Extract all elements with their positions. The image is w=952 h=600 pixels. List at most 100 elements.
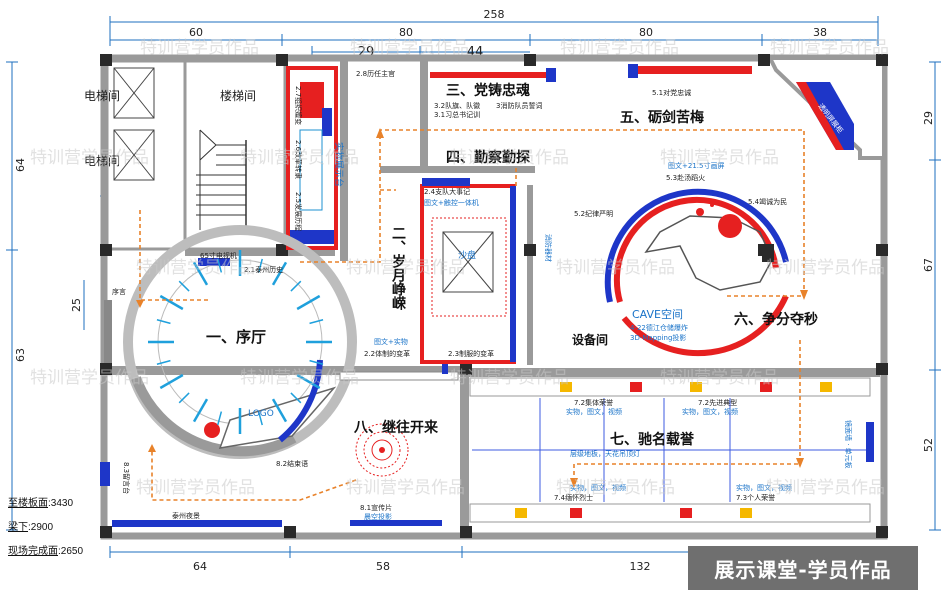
zone-5-label: 五、砺剑苦梅 — [620, 109, 704, 126]
cave-label: CAVE空间 — [632, 307, 683, 321]
svg-text:特训营学员作品: 特训营学员作品 — [660, 148, 779, 168]
taizhou-night-label: 泰州夜景 — [172, 511, 200, 520]
preface-hall-tick — [217, 411, 223, 426]
section8-walls — [100, 364, 459, 527]
preface-hall-tick — [156, 359, 171, 365]
cave-circle — [604, 188, 789, 357]
preface-hall-tick — [296, 373, 321, 390]
tv65-label: 65寸电视机 — [200, 251, 237, 260]
visitor-route — [139, 129, 805, 501]
svg-text:特训营学员作品: 特训营学员作品 — [766, 258, 885, 278]
transparent-screen-case — [796, 82, 854, 150]
mixed-b: 实物，图文，视频 — [682, 407, 738, 416]
preface-hall-tick — [192, 261, 209, 286]
preface-hall-tick — [296, 294, 321, 311]
mirror-wall-label: 镜面墙 · 单元板 — [844, 420, 853, 469]
section3-wall — [430, 64, 752, 82]
label-3-3: 3消防队员誓词 — [496, 101, 542, 110]
preface-hall-tick — [257, 258, 263, 273]
legend-beam-label: 梁下 — [8, 522, 28, 533]
stairs-label: 楼梯间 — [220, 88, 256, 103]
preface-hall-tick — [192, 398, 209, 423]
preface-hall-tick — [290, 392, 302, 404]
svg-text:特训营学员作品: 特训营学员作品 — [140, 38, 259, 58]
svg-text:特训营学员作品: 特训营学员作品 — [450, 368, 569, 388]
dim-right-1: 29 — [922, 111, 935, 125]
legend-slab: 至楼板面:3430 — [8, 494, 73, 509]
legend-beam: 梁下:2900 — [8, 518, 53, 533]
svg-text:特训营学员作品: 特训营学员作品 — [136, 258, 255, 278]
label-7-3: 7.3个人荣誉 — [736, 493, 775, 502]
legend-finish-value: :2650 — [58, 546, 84, 557]
preface-hall-tick — [271, 398, 288, 423]
svg-text:特训营学员作品: 特训营学员作品 — [450, 148, 569, 168]
label-8-2: 8.2结束语 — [276, 459, 308, 468]
legend-slab-value: :3430 — [48, 498, 74, 509]
label-7-2b: 7.2先进典型 — [698, 398, 737, 407]
svg-text:特训营学员作品: 特训营学员作品 — [556, 478, 675, 498]
label-2-7: 2.7组织嬗变 — [294, 86, 303, 125]
preface-hall-tick — [156, 319, 171, 325]
dim-top-4: 38 — [813, 26, 827, 39]
label-5-2: 5.2纪律严明 — [574, 209, 613, 218]
label-5-3-top: 图文+21.5寸画屏 — [668, 161, 724, 170]
zone-8-label: 八、继往开来 — [353, 419, 439, 436]
label-2-3: 2.3制服的变革 — [448, 349, 494, 358]
svg-text:特训营学员作品: 特训营学员作品 — [346, 258, 465, 278]
section2-display-case — [286, 66, 338, 250]
preface-hall-tick — [217, 258, 223, 273]
label-5-1: 5.1对党忠诚 — [652, 88, 691, 97]
dim-right-2: 67 — [922, 258, 935, 272]
display-table-label: 实物展示台 — [333, 142, 345, 187]
legend-finish-label: 现场完成面 — [8, 546, 58, 557]
svg-text:特训营学员作品: 特训营学员作品 — [346, 478, 465, 498]
label-2-2-top: 图文+实物 — [374, 337, 408, 346]
label-2-6: 2.6改革转隶 — [294, 140, 303, 179]
logo-label: LOGO — [248, 409, 274, 419]
mixed-c: 实物，图文，视频 — [570, 483, 626, 492]
floor-ceiling-label: 层级地板，天花吊顶灯 — [570, 449, 640, 458]
legend-beam-value: :2900 — [28, 522, 54, 533]
cave-sub-2: 3D-Mapping投影 — [630, 333, 686, 342]
course-banner: 展示课堂-学员作品 — [688, 546, 918, 590]
svg-text:特训营学员作品: 特训营学员作品 — [30, 148, 149, 168]
svg-text:特训营学员作品: 特训营学员作品 — [660, 368, 779, 388]
label-2-1: 2.1泰州历史 — [244, 265, 283, 274]
preface-hall-tick — [309, 319, 324, 325]
preface-hall-tick — [271, 261, 288, 286]
dim-bottom-1: 64 — [193, 560, 207, 573]
svg-text:特训营学员作品: 特训营学员作品 — [556, 258, 675, 278]
svg-text:特训营学员作品: 特训营学员作品 — [30, 368, 149, 388]
svg-text:特训营学员作品: 特训营学员作品 — [240, 148, 359, 168]
dim-bottom-2: 58 — [376, 560, 390, 573]
zone-6-label: 六、争分夺秒 — [734, 311, 818, 328]
label-7-4: 7.4缅怀烈士 — [554, 493, 593, 502]
label-2-2: 2.2体制的变革 — [364, 349, 410, 358]
preface-hall-tick — [290, 280, 302, 292]
section4-sand-table-area — [420, 178, 516, 364]
preface-hall-ticks — [148, 250, 332, 434]
svg-text:特训营学员作品: 特训营学员作品 — [770, 38, 889, 58]
svg-text:特训营学员作品: 特训营学员作品 — [766, 478, 885, 498]
preface-hall-tick — [178, 280, 190, 292]
svg-text:特训营学员作品: 特训营学员作品 — [136, 478, 255, 498]
zone-7-label: 七、驰名载誉 — [610, 431, 695, 448]
label-3-2: 3.2队旗、队徽 — [434, 101, 480, 110]
section7-hall — [469, 377, 874, 523]
label-2-5: 2.5发展历程 — [294, 192, 303, 231]
route-arrows — [136, 128, 808, 488]
legend-finish: 现场完成面:2650 — [8, 542, 83, 557]
svg-text:特训营学员作品: 特训营学员作品 — [350, 38, 469, 58]
zone-1-label: 一、序厅 — [206, 328, 266, 346]
label-2-8: 2.8历任主官 — [356, 69, 395, 78]
preface-hall-tick — [159, 373, 184, 390]
dim-top-3: 80 — [639, 26, 653, 39]
zone-4-label: 四、勤察勤探 — [446, 149, 530, 166]
preface-hall-tick — [178, 392, 190, 404]
elevator-1-label: 电梯间 — [84, 89, 120, 103]
elevator-stair-block — [105, 59, 287, 251]
section8-projection — [355, 423, 409, 477]
label-5-3: 5.3赴汤蹈火 — [666, 173, 705, 182]
sand-table-label: 沙盘 — [458, 249, 476, 261]
